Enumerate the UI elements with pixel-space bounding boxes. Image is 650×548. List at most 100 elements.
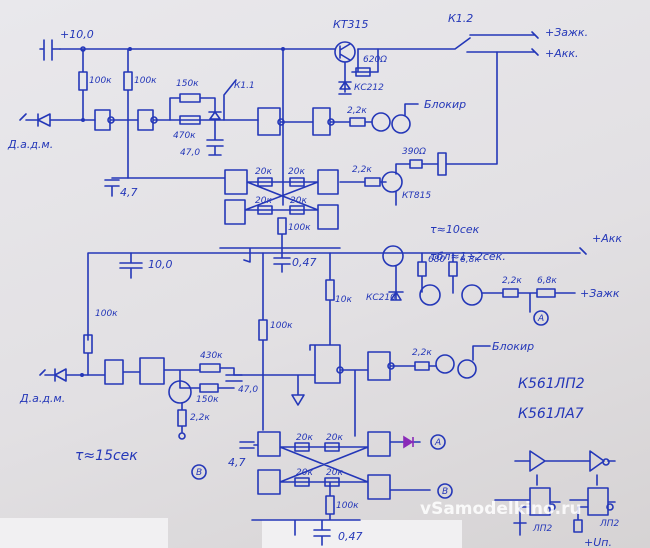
label: 4,7 [120,186,138,199]
node-b-marker [191,464,207,480]
label: 20к [296,468,313,478]
label: A [537,314,544,324]
label: +Акк [592,232,622,245]
label: 20к [288,167,305,177]
resistor-100k-2 [123,48,133,179]
watermark: vSamodelkino.ru [420,499,582,519]
label: 6,8к [537,276,557,286]
junction [128,47,132,51]
label: 2,2к [502,276,522,286]
inverter-bubble [277,118,285,126]
chip-label: ЛП2 [599,519,620,529]
supply-label: +Uп. [584,536,612,548]
label: +10,0 [60,28,94,41]
terminal [178,432,186,440]
chip-label: К561ЛА7 [518,406,584,422]
inverter-bubble [602,458,610,466]
flip-flop [111,169,339,230]
label: 2,2к [412,348,432,358]
label: +Акк. [545,47,579,60]
gate-legend: К561ЛП2 К561ЛА7 +Uп. ЛП2 ЛП2 [494,376,620,548]
node-b-marker [437,483,453,499]
label: 47,0 [238,385,258,395]
bottom-middle-wiring [233,252,316,431]
timing-network [169,79,237,156]
label: 0,47 [292,256,317,269]
junction [80,373,84,377]
inverter-bubble [606,503,614,511]
transistor [435,354,455,374]
middle-gates [257,107,373,136]
regulator-network [388,252,458,301]
input-gates [94,109,259,131]
input-label: Д.а.д.м. [19,392,65,405]
label: 620Ω [363,55,387,65]
label: 20к [296,433,313,443]
label: 0,47 [338,530,363,543]
ignition-output [481,288,576,313]
paper-patch [0,518,168,548]
label: 20к [255,167,272,177]
transistor-kt815 [381,171,403,193]
battery-terminal [579,247,587,255]
inverter-bubble [387,362,395,370]
label: 100к [134,76,157,86]
label: К1.1 [234,81,255,91]
inverter-bubble [336,366,344,374]
bottom-flip-flop [239,431,431,546]
label: 100к [89,76,112,86]
label: 680 [428,255,445,265]
relay-coil [395,51,498,206]
label: +Зажк. [545,26,588,39]
chip-label: ЛП2 [532,524,553,534]
label: К1.2 [448,12,473,25]
label: 2,2к [347,106,367,116]
output-diode [403,435,414,449]
transistor [457,359,477,379]
inverter-bubble [107,116,115,124]
time-constant: τ≈10сек [430,223,480,236]
top-supply-rail [59,34,536,53]
label: 47,0 [180,148,200,158]
block-wire [282,48,419,206]
bottom-input-stage [39,357,243,393]
zener-diode [338,81,352,95]
node-a-marker [533,310,549,326]
capacitor-10-0 [119,252,143,279]
label: +Зажк [580,287,620,300]
label: 20к [326,433,343,443]
inverter-bubble [150,116,158,124]
label: КТ315 [333,18,369,31]
transistor [382,245,404,267]
label: 20к [326,468,343,478]
bottom-supply-rail [83,252,581,376]
regulator-stage [339,43,379,93]
label: КС210 [366,293,396,303]
top-labels: +10,0 КТ315 К1.2 +Зажк. +Акк. 100к 100к … [7,12,588,269]
transistor [419,284,441,306]
bottom-gate-stage [309,252,437,437]
top-main-capacitor [39,39,61,61]
legend-gate-symbols [494,450,616,536]
block-output-label: Блокир [492,340,534,353]
junction [81,118,85,122]
capacitor-4-7 [104,179,120,197]
bottom-circuit [39,245,587,546]
top-circuit [19,31,539,273]
label: 470к [173,131,196,141]
label: 150к [176,79,199,89]
transistor-kt315 [334,41,356,63]
block-output-label: Блокир [424,98,466,111]
output-terminals [531,31,539,56]
label: 430к [200,351,223,361]
transistor [371,112,391,132]
label: 100к [270,321,293,331]
label: B [442,487,448,497]
label: 2,2к [352,165,372,175]
resistor-100k-1 [78,48,88,121]
label: 4,7 [228,456,246,469]
label: A [434,438,441,448]
bottom-labels: 10,0 +Акк 680 6,8к КС210 2,2к 6,8к +Зажк… [19,232,622,543]
label: 100к [336,501,359,511]
